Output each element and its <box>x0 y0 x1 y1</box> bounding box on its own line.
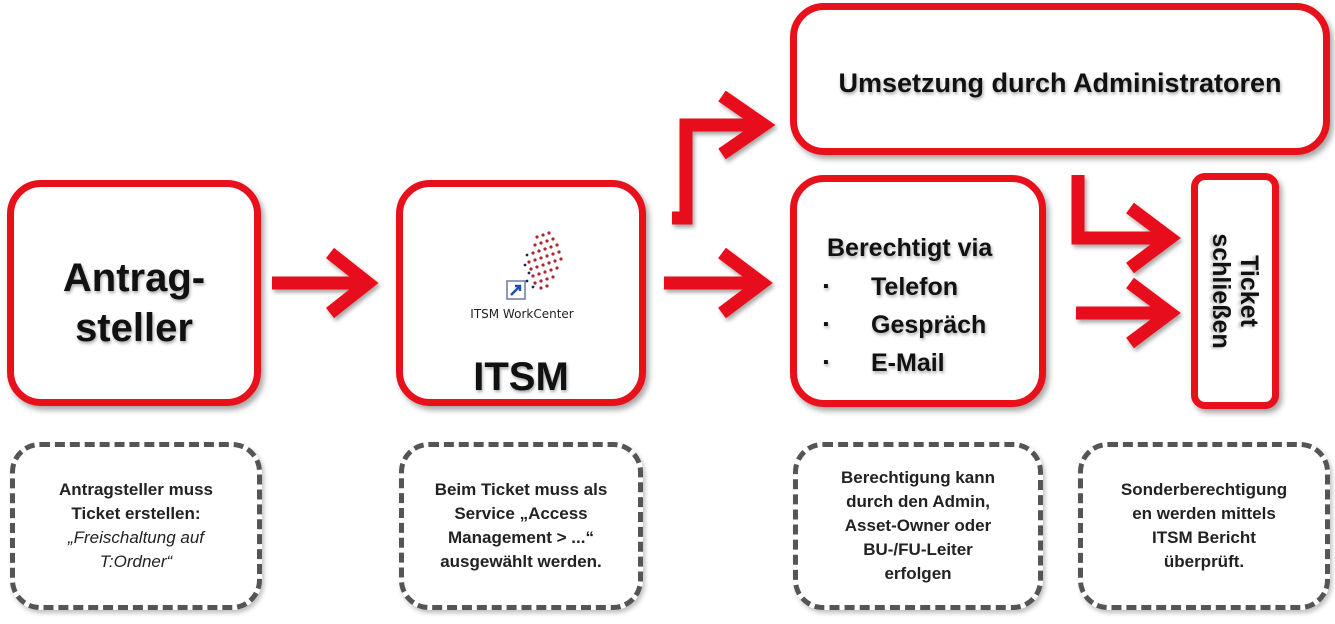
itsm-workcenter-shortcut[interactable]: ITSM WorkCenter <box>457 225 587 325</box>
box-umsetzung: Umsetzung durch Administratoren <box>790 3 1330 155</box>
note1-italic2: T:Ordner“ <box>99 552 173 571</box>
item-telefon: Telefon <box>871 273 959 301</box>
note3-line3: Asset-Owner oder <box>844 516 992 535</box>
arrow-itsm-to-umsetzung <box>672 90 776 225</box>
note4-line3: ITSM Bericht <box>1152 528 1256 547</box>
arrow-umsetzung-to-ticket <box>1071 175 1181 274</box>
note1-line1: Antragsteller muss <box>59 480 213 499</box>
arrow-antrag-to-itsm <box>272 247 379 319</box>
note-berechtigung: Berechtigung kann durch den Admin, Asset… <box>793 442 1043 610</box>
ticket-line-2: schließen <box>1207 233 1235 349</box>
note3-line4: BU-/FU-Leiter <box>863 540 973 559</box>
bullet-icon: ▪ <box>823 354 829 371</box>
itsm-workcenter-shortcut-icon <box>506 231 563 300</box>
note3-line5: erfolgen <box>884 564 952 583</box>
box-berechtigt: Berechtigt via ▪ Telefon ▪ Gespräch ▪ E-Mai… <box>790 175 1046 407</box>
list-item: ▪ Telefon <box>823 268 986 306</box>
arrow-itsm-to-berechtigt <box>664 247 773 319</box>
box-ticket-schliessen: Ticket schließen <box>1191 173 1279 409</box>
bullet-icon: ▪ <box>823 278 829 295</box>
item-email: E-Mail <box>871 349 945 377</box>
berechtigt-title: Berechtigt via <box>827 234 993 262</box>
antragsteller-line-1: Antrag- <box>62 256 206 300</box>
list-item: ▪ E-Mail <box>823 344 986 382</box>
note3-line2: durch den Admin, <box>846 492 990 511</box>
itsm-workcenter-caption: ITSM WorkCenter <box>470 307 574 321</box>
note2-line3: Management > ...“ <box>448 528 594 547</box>
note1-italic1: „Freischaltung auf <box>67 528 205 547</box>
antragsteller-line-2: steller <box>75 306 193 350</box>
note2-line2: Service „Access <box>454 504 588 523</box>
antragsteller-label: Antrag- steller <box>14 253 254 353</box>
arrow-berechtigt-to-ticket <box>1076 277 1181 349</box>
note-sonderberechtigung: Sonderberechtigung en werden mittels ITS… <box>1078 442 1330 610</box>
note3-line1: Berechtigung kann <box>841 468 995 487</box>
note-antragsteller: Antragsteller muss Ticket erstellen: „Fr… <box>10 442 262 610</box>
berechtigt-list: ▪ Telefon ▪ Gespräch ▪ E-Mail <box>823 268 986 382</box>
box-itsm: ITSM WorkCenter ITSM <box>396 180 646 406</box>
umsetzung-label: Umsetzung durch Administratoren <box>838 68 1282 98</box>
list-item: ▪ Gespräch <box>823 306 986 344</box>
note4-line1: Sonderberechtigung <box>1120 480 1288 499</box>
bullet-icon: ▪ <box>823 316 829 333</box>
itsm-label: ITSM <box>473 355 569 399</box>
note4-line2: en werden mittels <box>1132 504 1276 523</box>
ticket-line-1: Ticket <box>1235 255 1263 327</box>
note2-line1: Beim Ticket muss als <box>434 480 608 499</box>
note-itsm: Beim Ticket muss als Service „Access Man… <box>399 442 643 610</box>
item-gespraech: Gespräch <box>871 311 987 339</box>
box-antragsteller: Antrag- steller <box>7 180 261 406</box>
note2-line4: ausgewählt werden. <box>440 552 602 571</box>
note1-line2: Ticket erstellen: <box>71 504 201 523</box>
ticket-schliessen-label: Ticket schließen <box>1207 191 1263 391</box>
note4-line4: überprüft. <box>1163 552 1245 571</box>
